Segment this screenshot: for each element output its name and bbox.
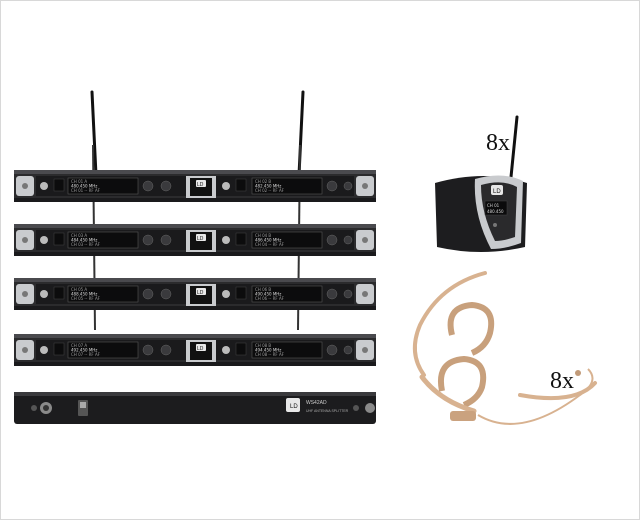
display-left-line: CH 01 A bbox=[71, 179, 87, 184]
display-right-line: CH 04 B bbox=[255, 233, 271, 238]
display-left-line: CH 05 A bbox=[71, 287, 87, 292]
display-left-line: 480.450 MHz bbox=[71, 184, 97, 189]
display-left-line: CH 07 A bbox=[71, 343, 87, 348]
display-right-line: 486.450 MHz bbox=[255, 238, 281, 243]
display-left-line: 488.450 MHz bbox=[71, 292, 97, 297]
splitter-model: WS42AD bbox=[306, 400, 327, 406]
display-right-line: CH 06 -- RF AF bbox=[255, 296, 285, 301]
display-left-line: CH 01 -- RF AF bbox=[71, 188, 101, 193]
display-right-line: CH 08 -- RF AF bbox=[255, 352, 285, 357]
receiver-logo bbox=[196, 288, 206, 295]
display-left-line: CH 05 -- RF AF bbox=[71, 296, 101, 301]
display-left-line: 492.450 MHz bbox=[71, 348, 97, 353]
receiver-logo bbox=[196, 234, 206, 241]
splitter-logo bbox=[286, 398, 300, 412]
bodypack-logo bbox=[491, 185, 503, 195]
bodypack-screen bbox=[484, 200, 508, 216]
display-right-line: CH 04 -- RF AF bbox=[255, 242, 285, 247]
display-right-line: CH 08 B bbox=[255, 343, 271, 348]
display-right-line: CH 02 -- RF AF bbox=[255, 188, 285, 193]
receiver-logo-text: LD bbox=[197, 182, 204, 188]
bodypack-transmitter: LD CH 01 480.450 bbox=[435, 115, 527, 252]
headset-quantity: 8x bbox=[550, 368, 574, 394]
splitter-logo-text: LD bbox=[290, 404, 298, 410]
display-left-line: 484.450 MHz bbox=[71, 238, 97, 243]
display-right-line: 494.450 MHz bbox=[255, 348, 281, 353]
splitter-subtitle: UHF ANTENNA SPLITTER bbox=[306, 409, 349, 413]
bodypack-screen-line-1: CH 01 bbox=[487, 203, 500, 208]
display-right-line: CH 06 B bbox=[255, 287, 271, 292]
display-left-line: CH 03 -- RF AF bbox=[71, 242, 101, 247]
receiver-logo-text: LD bbox=[197, 346, 204, 352]
display-left-line: CH 03 A bbox=[71, 233, 87, 238]
receiver-logo bbox=[196, 344, 206, 351]
headset-microphone bbox=[412, 271, 597, 425]
bodypack-quantity: 8x bbox=[486, 130, 510, 156]
bodypack-screen-line-2: 480.450 bbox=[487, 209, 504, 214]
display-right-line: 482.450 MHz bbox=[255, 184, 281, 189]
receiver-logo-text: LD bbox=[197, 290, 204, 296]
display-left-line: CH 07 -- RF AF bbox=[71, 352, 101, 357]
receiver-logo-text: LD bbox=[197, 236, 204, 242]
receiver-logo bbox=[196, 180, 206, 187]
antenna-splitter: LD WS42AD UHF ANTENNA SPLITTER bbox=[14, 392, 376, 424]
display-right-line: 490.450 MHz bbox=[255, 292, 281, 297]
bodypack-logo-text: LD bbox=[493, 189, 501, 195]
display-right-line: CH 02 B bbox=[255, 179, 271, 184]
